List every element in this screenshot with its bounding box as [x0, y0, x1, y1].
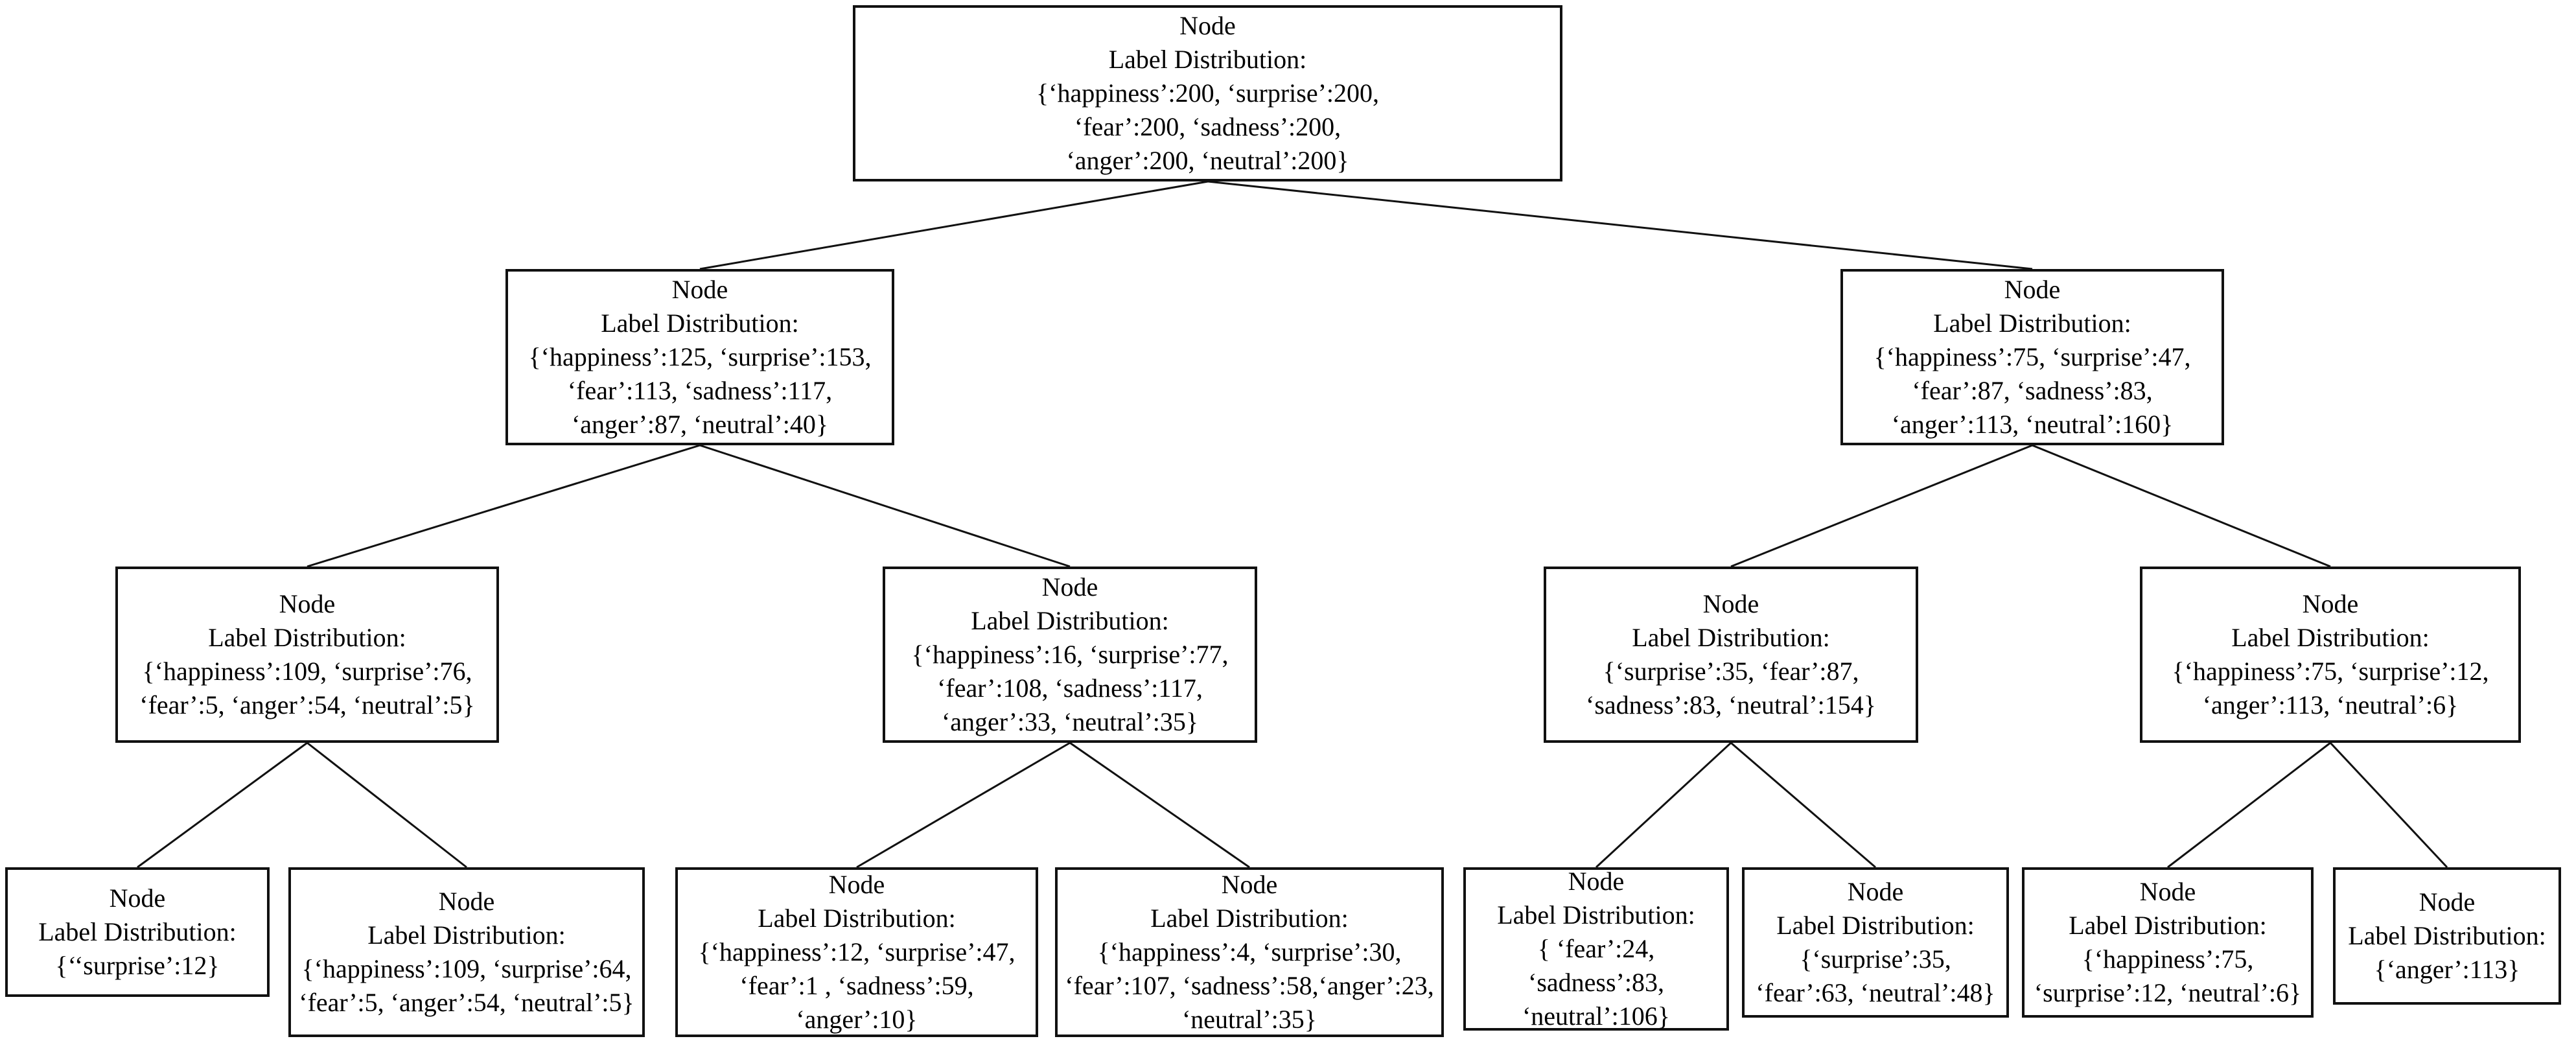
node-distribution-line: ‘fear’:5, ‘anger’:54, ‘neutral’:5} — [139, 690, 475, 719]
node-distribution-line: ‘fear’:108, ‘sadness’:117, — [937, 673, 1203, 703]
node-distribution-caption: Label Distribution: — [1776, 911, 1975, 940]
node-distribution-line: { ‘fear’:24, — [1537, 934, 1655, 963]
node-distribution-caption: Label Distribution: — [1497, 900, 1695, 929]
node-distribution-caption: Label Distribution: — [758, 904, 956, 933]
node-distribution-line: ‘anger’:113, ‘neutral’:6} — [2202, 690, 2459, 719]
node-distribution-line: ‘neutral’:35} — [1181, 1005, 1317, 1034]
node-caption: Node — [279, 589, 336, 618]
node-caption: Node — [1702, 589, 1759, 618]
node-distribution-line: ‘fear’:113, ‘sadness’:117, — [567, 376, 833, 405]
tree-edge — [1207, 180, 2033, 270]
node-distribution-line: {‘happiness’:12, ‘surprise’:47, — [698, 937, 1015, 966]
node-distribution-line: ‘surprise’:12, ‘neutral’:6} — [2034, 978, 2302, 1007]
tree-edge — [307, 444, 701, 568]
node-distribution-line: ‘anger’:113, ‘neutral’:160} — [1891, 410, 2174, 439]
node-caption: Node — [1179, 11, 1236, 40]
node-caption: Node — [1568, 867, 1625, 896]
node-distribution-line: {‘happiness’:109, ‘surprise’:64, — [301, 954, 632, 983]
node-distribution-line: {‘happiness’:4, ‘surprise’:30, — [1097, 937, 1402, 966]
tree-edge — [1069, 742, 1250, 869]
node-distribution-line: {‘happiness’:125, ‘surprise’:153, — [528, 342, 872, 371]
node-distribution-line: {‘happiness’:75, — [2082, 944, 2254, 974]
tree-edge — [2329, 742, 2448, 869]
node-distribution-caption: Label Distribution: — [1933, 309, 2131, 338]
node-distribution-line: {‘surprise’:35, ‘fear’:87, — [1603, 657, 1859, 686]
node-distribution-line: {‘happiness’:16, ‘surprise’:77, — [911, 640, 1229, 669]
node-caption: Node — [828, 870, 885, 899]
node-caption: Node — [1847, 877, 1904, 906]
node-distribution-caption: Label Distribution: — [2069, 911, 2267, 940]
tree-edge — [137, 742, 308, 869]
node-caption: Node — [2302, 589, 2359, 618]
node-distribution-line: {‘surprise’:35, — [1800, 944, 1951, 974]
node-distribution-line: ‘neutral’:106} — [1522, 1001, 1670, 1031]
node-distribution-line: ‘fear’:1 , ‘sadness’:59, ‘anger’:10} — [739, 971, 974, 1034]
node-caption: Node — [2419, 887, 2476, 917]
node-distribution-caption: Label Distribution: — [971, 606, 1169, 635]
tree-edge — [699, 444, 1071, 568]
tree-edge — [2167, 742, 2331, 869]
node-distribution-line: ‘fear’:107, ‘sadness’:58,‘anger’:23, — [1065, 971, 1434, 1000]
node-distribution-line: {‘happiness’:75, ‘surprise’:12, — [2172, 657, 2489, 686]
node-distribution-line: ‘fear’:87, ‘sadness’:83, — [1912, 376, 2153, 405]
node-distribution-line: ‘anger’:33, ‘neutral’:35} — [941, 707, 1199, 736]
node-distribution-line: ‘fear’:5, ‘anger’:54, ‘neutral’:5} — [299, 988, 634, 1017]
node-distribution-caption: Label Distribution: — [1632, 623, 1830, 652]
node-distribution-line: ‘sadness’:83, ‘neutral’:154} — [1586, 690, 1876, 719]
node-distribution-line: {‘anger’:113} — [2374, 955, 2520, 984]
tree-edge — [307, 742, 467, 869]
node-distribution-caption: Label Distribution: — [367, 920, 566, 950]
node-distribution-line: ‘sadness’:83, — [1528, 968, 1664, 997]
node-distribution-caption: Label Distribution: — [1150, 904, 1349, 933]
node-distribution-caption: Label Distribution: — [38, 917, 237, 946]
node-distribution-line: ‘fear’:200, ‘sadness’:200, — [1074, 112, 1341, 141]
node-distribution-line: {‘happiness’:109, ‘surprise’:76, — [142, 657, 472, 686]
node-caption: Node — [438, 887, 495, 916]
tree-edge — [2032, 444, 2331, 568]
tree-edge — [1595, 742, 1732, 869]
node-distribution-caption: Label Distribution: — [2231, 623, 2430, 652]
node-distribution-caption: Label Distribution: — [1108, 45, 1307, 74]
node-caption: Node — [2004, 275, 2061, 304]
node-distribution-caption: Label Distribution: — [601, 309, 799, 338]
node-distribution-caption: Label Distribution: — [2348, 921, 2546, 950]
node-distribution-line: {‘happiness’:200, ‘surprise’:200, — [1036, 78, 1380, 108]
node-distribution-line: ‘fear’:63, ‘neutral’:48} — [1756, 978, 1995, 1007]
node-caption: Node — [1041, 572, 1098, 602]
node-distribution-line: {‘‘surprise’:12} — [55, 951, 220, 980]
tree-edge — [1730, 444, 2033, 568]
tree-edge — [699, 180, 1209, 270]
node-distribution-line: ‘anger’:87, ‘neutral’:40} — [571, 410, 829, 439]
node-distribution-line: {‘happiness’:75, ‘surprise’:47, — [1874, 342, 2191, 371]
node-caption: Node — [2139, 877, 2196, 906]
node-caption: Node — [671, 275, 728, 304]
tree-edge — [856, 742, 1071, 869]
tree-edge — [1730, 742, 1876, 869]
node-caption: Node — [1221, 870, 1278, 899]
node-distribution-line: ‘anger’:200, ‘neutral’:200} — [1066, 146, 1349, 175]
node-caption: Node — [109, 883, 166, 913]
node-distribution-caption: Label Distribution: — [208, 623, 406, 652]
